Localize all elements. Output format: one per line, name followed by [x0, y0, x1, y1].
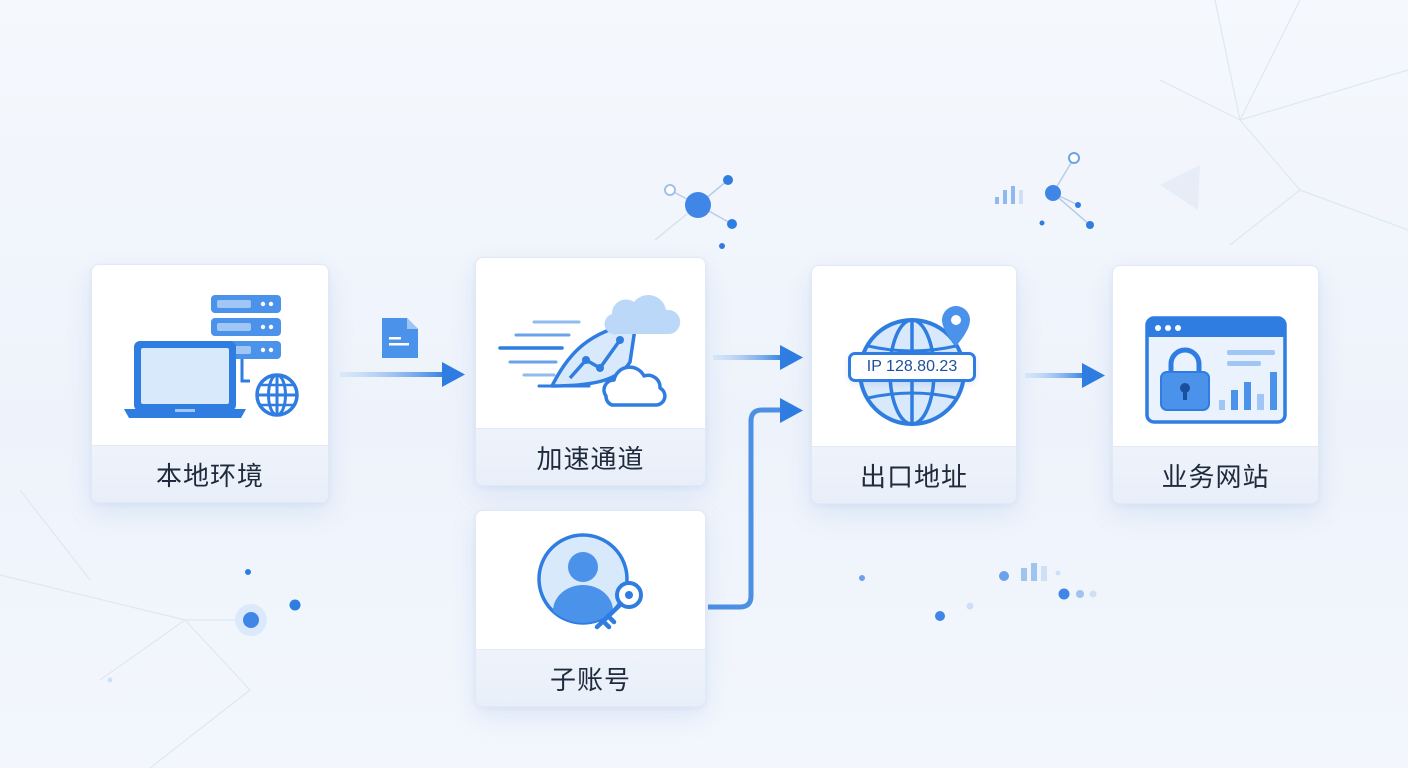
- cloud-icon-bottom: [602, 365, 667, 407]
- node-exit-address[interactable]: IP 128.80.23 出口地址: [811, 265, 1017, 504]
- node-label-business-website: 业务网站: [1161, 462, 1270, 493]
- ip-address-badge: IP 128.80.23: [848, 352, 976, 382]
- node-label-band: 加速通道: [476, 428, 705, 485]
- molecule-decoration-right: [995, 152, 1094, 229]
- node-label-band: 本地环境: [92, 445, 328, 502]
- user-body-icon: [553, 585, 613, 623]
- secure-website-icon: [1145, 316, 1287, 424]
- cloud-icon-top: [604, 294, 681, 335]
- node-business-website[interactable]: 业务网站: [1112, 265, 1319, 504]
- node-local-environment[interactable]: 本地环境: [91, 264, 329, 503]
- node-label-band: 子账号: [476, 649, 705, 706]
- user-key-icon: [537, 533, 643, 630]
- laptop-icon: [124, 341, 246, 418]
- node-label-sub-account: 子账号: [549, 665, 631, 696]
- dots-decoration-bottom: [107, 563, 1097, 683]
- molecule-decoration-top: [654, 175, 737, 249]
- bar-chart-icon: [1219, 372, 1277, 410]
- node-sub-account[interactable]: 子账号: [475, 510, 706, 707]
- key-icon: [594, 581, 643, 630]
- speed-tunnel-chart-cloud-icon: [498, 294, 681, 407]
- location-pin-icon: [942, 306, 970, 346]
- node-label-local-environment: 本地环境: [155, 461, 264, 492]
- user-head-icon: [568, 552, 598, 582]
- laptop-server-globe-icon: [124, 295, 299, 418]
- node-label-band: 出口地址: [812, 446, 1016, 503]
- node-label-band: 业务网站: [1113, 446, 1318, 503]
- trend-line-icon: [568, 338, 622, 380]
- ip-address-text: IP 128.80.23: [866, 358, 958, 375]
- triangle-decoration: [1160, 165, 1200, 210]
- node-label-exit-address: 出口地址: [859, 462, 968, 493]
- globe-icon: [255, 373, 299, 417]
- lock-icon: [1160, 347, 1210, 411]
- node-acceleration-tunnel[interactable]: 加速通道: [475, 257, 706, 486]
- node-label-acceleration-tunnel: 加速通道: [536, 444, 645, 475]
